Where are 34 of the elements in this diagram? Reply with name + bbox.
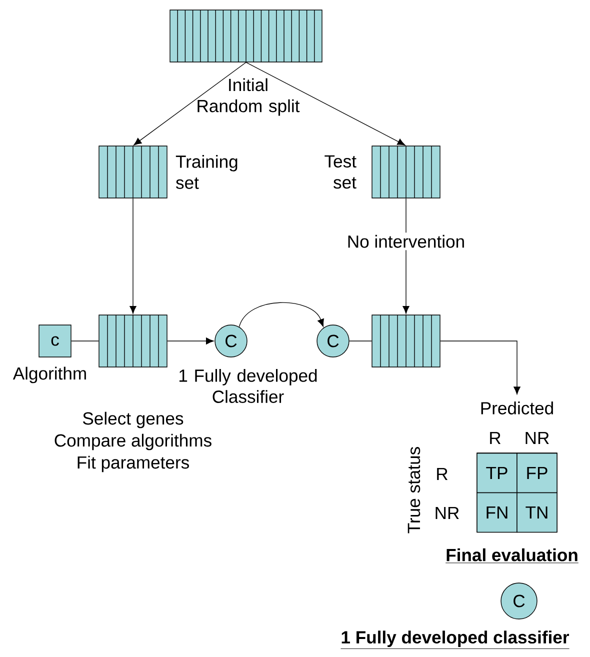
node-caption: Compare algorithms <box>54 434 212 450</box>
node-caption: Training set <box>176 155 238 189</box>
edge-label: No intervention <box>344 232 468 250</box>
data-block <box>98 314 168 368</box>
matrix-cell: TP <box>476 452 518 494</box>
axis-label: R <box>490 432 501 444</box>
data-block <box>98 146 168 198</box>
node-label: Predicted <box>481 402 553 414</box>
heading: Final evaluation <box>445 548 579 564</box>
arrow <box>402 198 410 314</box>
heading: 1 Fully developed classifier <box>340 630 570 649</box>
algorithm-box: c <box>38 324 72 358</box>
data-block <box>170 10 322 62</box>
arrow <box>167 338 214 344</box>
arrow <box>238 302 324 328</box>
node-caption: Algorithm <box>12 366 86 384</box>
matrix-cell: FP <box>516 452 558 494</box>
node-caption: Select genes <box>82 412 184 428</box>
arrow <box>130 198 136 314</box>
data-block <box>372 314 440 368</box>
matrix-cell: TN <box>516 492 558 533</box>
axis-label: R <box>437 468 448 480</box>
node-caption: Fit parameters <box>78 456 189 472</box>
arrow <box>246 62 406 146</box>
node-caption: 1 Fully developed Classifier <box>180 369 317 403</box>
data-block <box>372 146 440 198</box>
node-caption: Test set <box>324 155 356 189</box>
matrix-cell: FN <box>476 492 518 533</box>
node-caption: Initial Random split <box>198 78 300 116</box>
axis-label: True status <box>408 447 420 534</box>
axis-label: NR <box>436 506 459 520</box>
arrow <box>440 340 520 394</box>
arrow <box>134 62 246 146</box>
axis-label: NR <box>526 432 549 444</box>
